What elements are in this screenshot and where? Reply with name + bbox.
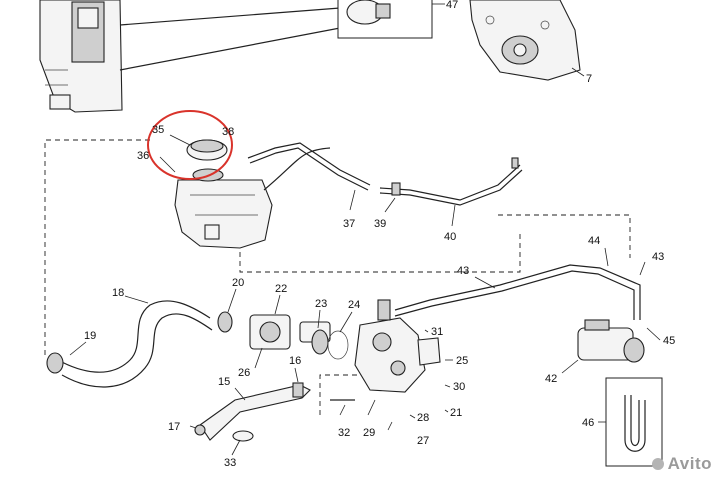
engine-block — [469, 0, 585, 81]
callout-38: 38 — [222, 126, 234, 138]
callout-45: 45 — [663, 335, 675, 347]
callout-36: 36 — [137, 150, 149, 162]
callout-47: 47 — [446, 0, 458, 11]
callout-35: 35 — [152, 124, 164, 136]
callout-15: 15 — [218, 376, 230, 388]
callout-18: 17 — [168, 421, 180, 433]
callout-32: 31 — [431, 326, 443, 338]
callout-19: 18 — [112, 287, 124, 299]
callout-43-top: 43 — [457, 265, 469, 277]
reservoir-cap — [159, 134, 228, 173]
callout-24: 23 — [315, 298, 327, 310]
callout-42: 42 — [545, 373, 557, 385]
callout-33: 32 — [338, 427, 350, 439]
callout-44: 44 — [588, 235, 600, 247]
callout-21: 20 — [232, 277, 244, 289]
lower-hose — [46, 288, 237, 388]
callout-43-right: 43 — [652, 251, 664, 263]
water-outlet — [330, 299, 453, 431]
callout-22: 21 — [450, 407, 462, 419]
callout-labels: 47 7 35 36 38 37 39 40 43 44 43 45 42 46… — [84, 0, 675, 469]
watermark-text: Avito — [667, 454, 712, 473]
callout-31: 30 — [453, 381, 465, 393]
callout-17: 16 — [289, 355, 301, 367]
coolant-pipe — [189, 367, 311, 456]
callout-23: 22 — [275, 283, 287, 295]
highlight-circle — [147, 110, 233, 180]
heater-hose — [394, 247, 646, 320]
callout-7: 7 — [586, 73, 592, 85]
callout-16: 33 — [224, 457, 236, 469]
callout-20: 19 — [84, 330, 96, 342]
electric-pump — [561, 319, 661, 374]
callout-46: 46 — [582, 417, 594, 429]
callout-40: 40 — [444, 231, 456, 243]
avito-logo-icon — [651, 458, 664, 470]
callout-30: 29 — [363, 427, 375, 439]
radiator — [39, 0, 341, 113]
thermostat-housing — [249, 294, 353, 369]
inset-box-46 — [598, 377, 663, 467]
inset-box-47 — [337, 0, 445, 39]
callout-26: 25 — [456, 355, 468, 367]
callout-39: 39 — [374, 218, 386, 230]
upper-hoses — [247, 142, 523, 227]
callout-28: 27 — [417, 435, 429, 447]
callout-25: 24 — [348, 299, 360, 311]
callout-27: 26 — [238, 367, 250, 379]
callout-37: 37 — [343, 218, 355, 230]
coolant-reservoir — [174, 147, 331, 249]
callout-29: 28 — [417, 412, 429, 424]
avito-watermark: Avito — [651, 454, 712, 474]
